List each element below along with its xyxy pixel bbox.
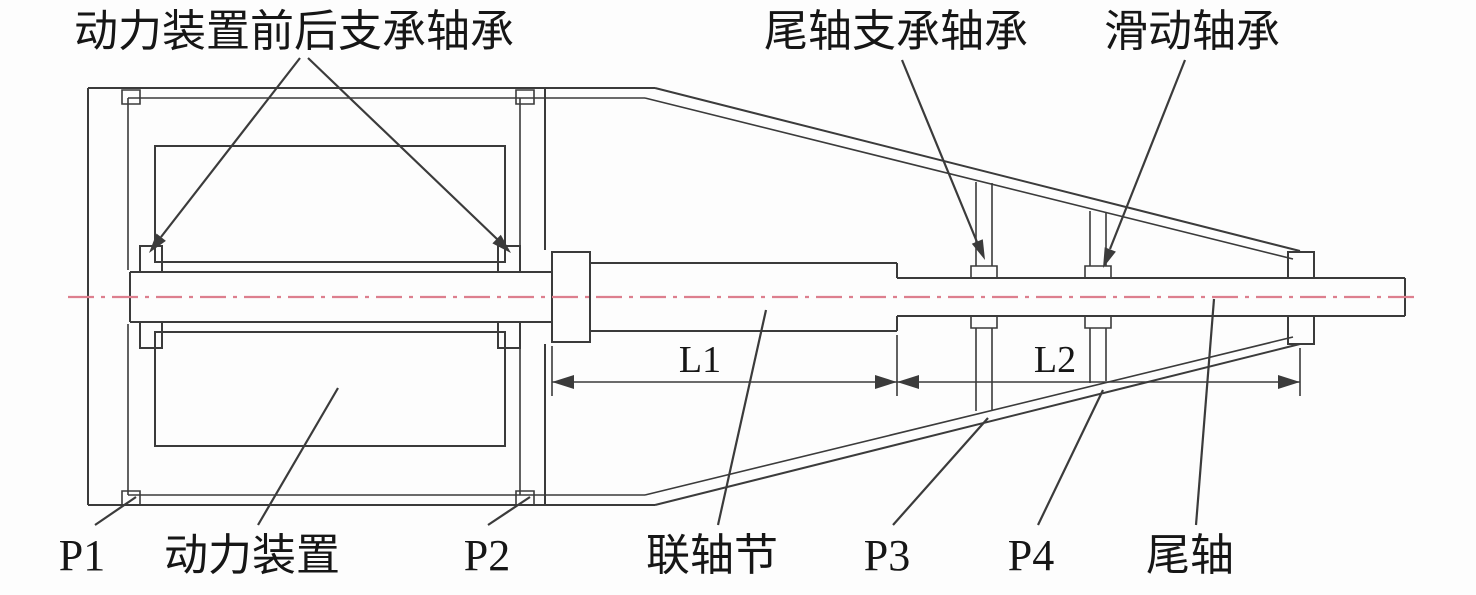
label-power-unit: 动力装置 xyxy=(164,531,340,580)
leader-sliding-bearing-arrowhead xyxy=(1103,247,1116,268)
label-tail-shaft-support-bearing: 尾轴支承轴承 xyxy=(764,7,1028,56)
engine-block-lower xyxy=(154,331,506,447)
dimension-l2: L2 xyxy=(897,339,1301,396)
power-unit-housing xyxy=(87,87,655,506)
leader-p2 xyxy=(487,496,531,526)
leader-p1 xyxy=(94,496,137,526)
dim-l1-label: L1 xyxy=(679,339,721,381)
dim-l1-extension-lines xyxy=(551,335,898,396)
leader-p3 xyxy=(892,417,989,526)
coupling-hub xyxy=(551,251,591,343)
stern-end-bearing xyxy=(1287,251,1315,345)
label-coupling: 联轴节 xyxy=(646,531,778,580)
intermediate-shaft xyxy=(590,262,898,332)
leader-tail-support-bearing-arrowhead xyxy=(971,239,985,260)
leader-tail-shaft xyxy=(1194,298,1216,526)
label-tail-shaft: 尾轴 xyxy=(1146,531,1234,580)
leader-front-bearing-arrowhead xyxy=(149,233,166,253)
leader-front-bearing xyxy=(160,57,301,238)
dim-l2-arrow-left xyxy=(897,375,919,389)
leader-sliding-bearing xyxy=(1108,59,1187,250)
strut-2-sliding-bearing xyxy=(1084,211,1112,383)
housing-corner-pads xyxy=(121,89,535,506)
dim-l1-arrow-right xyxy=(875,375,897,389)
label-sliding-bearing: 滑动轴承 xyxy=(1104,7,1280,56)
label-power-unit-bearings: 动力装置前后支承轴承 xyxy=(74,7,514,56)
bearing-struts xyxy=(970,182,1315,411)
cone-inner-slopes xyxy=(644,97,1294,496)
labels: 动力装置前后支承轴承 尾轴支承轴承 滑动轴承 P1 动力装置 P2 联轴节 P3… xyxy=(59,7,1280,580)
leader-lines-top xyxy=(149,57,1187,268)
leader-coupling xyxy=(716,309,768,526)
stern-cone xyxy=(644,87,1301,506)
leader-power-unit xyxy=(257,387,339,526)
label-p1: P1 xyxy=(59,531,105,580)
leader-rear-bearing xyxy=(307,57,498,240)
leader-rear-bearing-arrowhead xyxy=(492,234,511,253)
dim-l2-arrow-right xyxy=(1278,375,1300,389)
label-p2: P2 xyxy=(464,531,510,580)
leader-lines-bottom xyxy=(94,298,1216,526)
label-p3: P3 xyxy=(864,531,910,580)
dimension-l1: L1 xyxy=(551,335,898,396)
label-p4: P4 xyxy=(1008,531,1054,580)
leader-p4 xyxy=(1037,389,1104,526)
cone-outer-slopes xyxy=(654,87,1301,506)
leader-tail-support-bearing xyxy=(900,59,979,243)
dim-l1-arrow-left xyxy=(552,375,574,389)
dim-l2-label: L2 xyxy=(1034,339,1076,381)
engine-block-upper xyxy=(154,145,506,263)
strut-1-tail-support-bearing xyxy=(970,182,998,411)
housing-inner-outline xyxy=(127,97,645,496)
